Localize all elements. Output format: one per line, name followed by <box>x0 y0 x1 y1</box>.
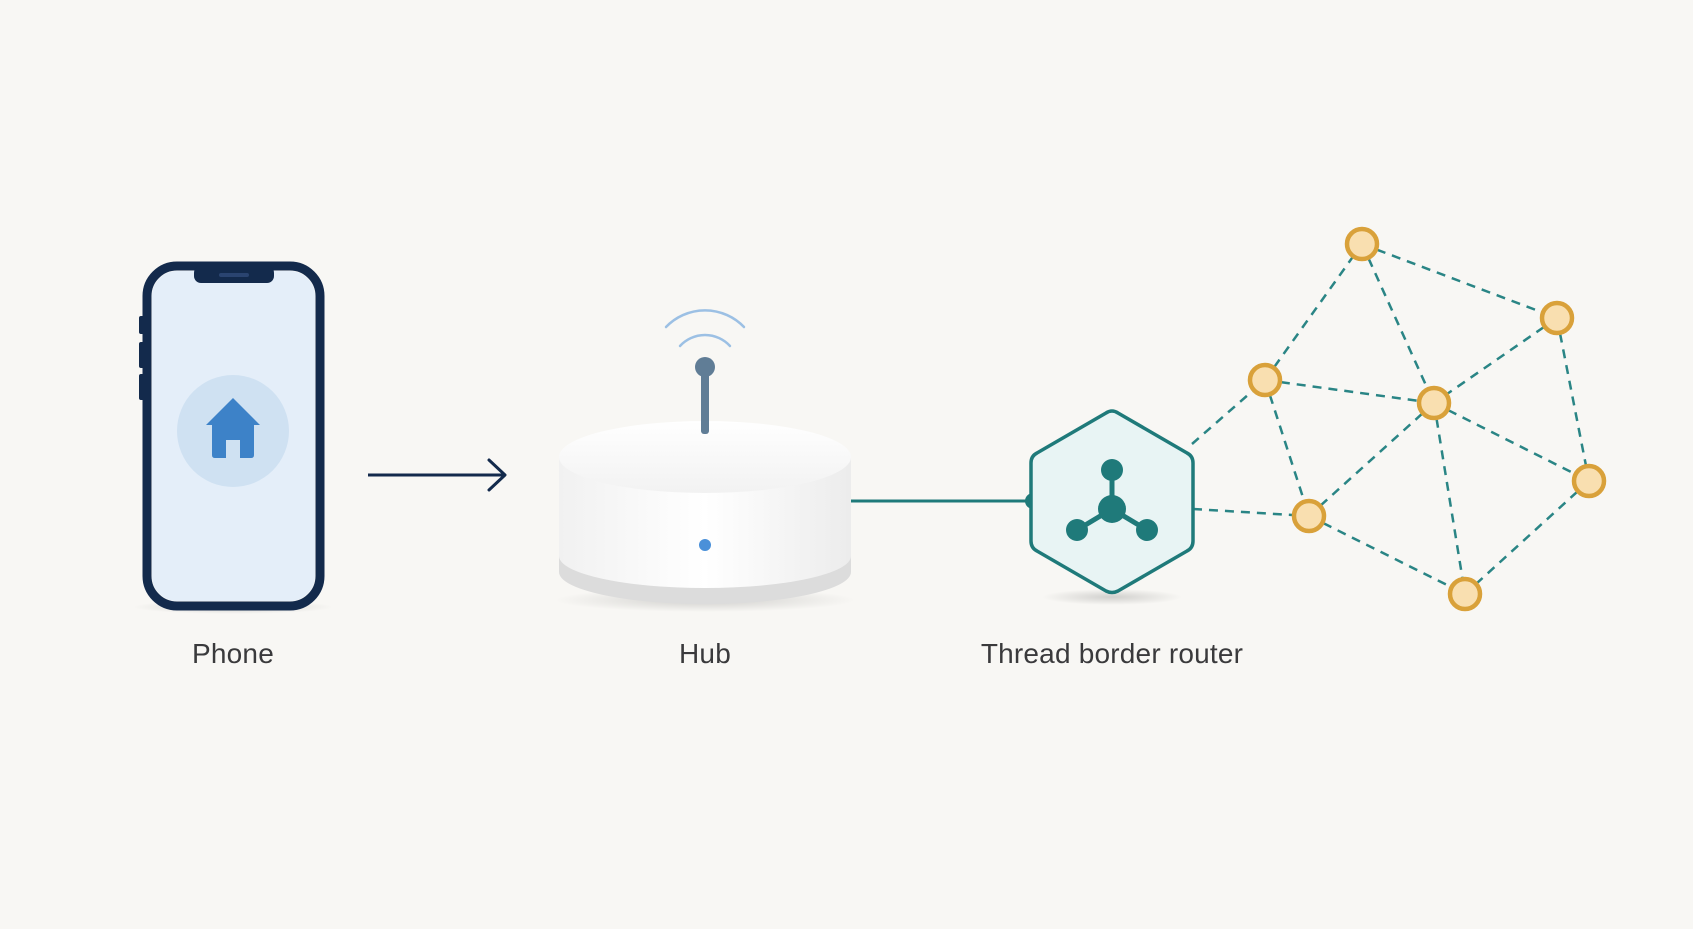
mesh-link <box>1308 402 1435 517</box>
mesh-node <box>1344 226 1380 262</box>
mesh-link <box>1433 401 1590 483</box>
mesh-nodes <box>1247 226 1607 612</box>
hub-label: Hub <box>679 638 731 669</box>
hub-body <box>559 457 851 588</box>
hub-antenna <box>701 368 709 434</box>
mesh-link <box>1192 507 1310 518</box>
hub-top <box>559 421 851 493</box>
signal-arc-inner <box>678 333 732 348</box>
router-icon-left-node <box>1066 519 1088 541</box>
mesh-link <box>1432 402 1467 595</box>
router-shadow <box>1042 589 1182 605</box>
phone-label: Phone <box>192 638 274 669</box>
hub-antenna-tip <box>695 357 715 377</box>
mesh-node <box>1447 576 1483 612</box>
home-icon <box>206 398 260 458</box>
router-icon-top-node <box>1101 459 1123 481</box>
mesh-link <box>1361 242 1558 320</box>
signal-arc-outer <box>664 309 746 329</box>
mesh-links <box>1191 242 1591 596</box>
router-icon-right-node <box>1136 519 1158 541</box>
hub-device <box>555 309 855 612</box>
phone-speaker <box>219 273 249 277</box>
border-router-label: Thread border router <box>980 638 1244 669</box>
mesh-link <box>1433 316 1558 405</box>
thread-border-router <box>1029 409 1195 605</box>
mesh-node <box>1539 300 1575 336</box>
mesh-link <box>1464 480 1590 595</box>
mesh-link <box>1308 514 1466 596</box>
mesh-node <box>1247 362 1283 398</box>
router-icon-center-node <box>1098 495 1126 523</box>
hub-network-icon <box>1066 459 1158 541</box>
mesh-link <box>1555 317 1591 482</box>
mesh-link <box>1263 379 1311 517</box>
phone-to-hub-arrow <box>368 458 507 492</box>
mesh-link <box>1264 378 1435 405</box>
mesh-link <box>1263 243 1364 381</box>
mesh-node <box>1416 385 1452 421</box>
mesh-node <box>1291 498 1327 534</box>
hub-status-led <box>699 539 711 551</box>
mesh-link <box>1360 243 1436 404</box>
mesh-node <box>1571 463 1607 499</box>
wifi-signal-icon <box>664 309 746 348</box>
phone-device <box>133 261 333 614</box>
arrow-head <box>487 458 507 492</box>
